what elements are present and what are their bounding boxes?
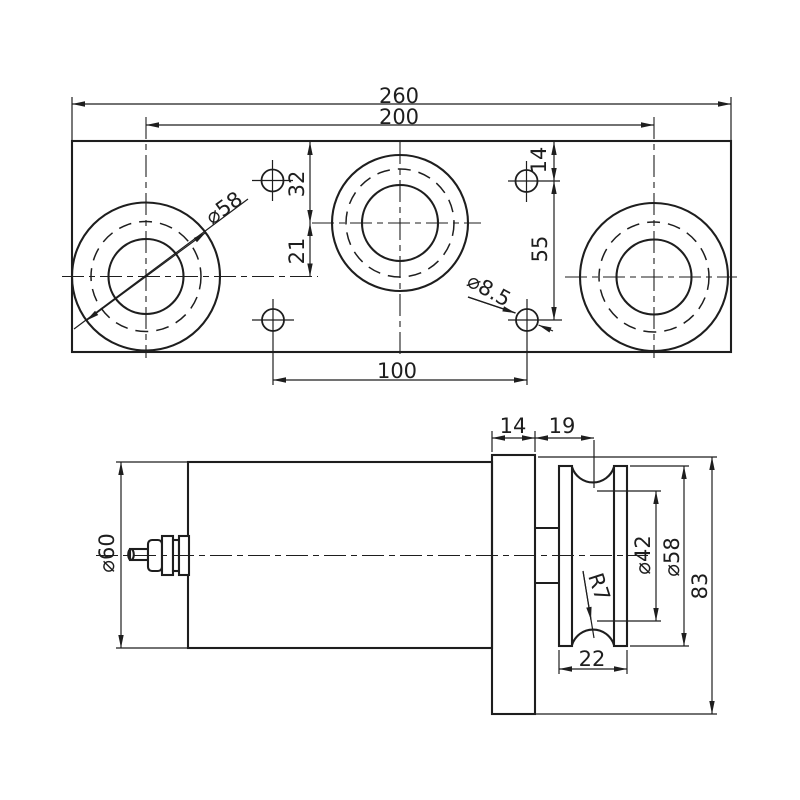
mounting-holes — [252, 160, 562, 385]
dim-plate-pulley-chain: 14 19 — [491, 414, 595, 488]
dim-groove-radius-leader: R7 — [582, 570, 615, 639]
dim-pulley-diameter-leader: ⌀58 — [73, 187, 249, 330]
dim-83-label: 83 — [688, 573, 712, 600]
dim-d60-label: ⌀60 — [95, 533, 119, 572]
dim-hole-position-chain: 14 55 — [527, 142, 557, 320]
dim-vertical-chain: 32 21 — [285, 142, 313, 277]
dim-14-top-label: 14 — [527, 147, 551, 174]
dim-groove-diameter: ⌀42 — [597, 490, 661, 622]
base-plate-outline — [70, 139, 733, 354]
pulley-right-flange — [612, 464, 629, 648]
top-view: 260 200 32 21 14 55 100 — [62, 84, 737, 385]
dim-hole-spacing: 100 — [273, 359, 527, 383]
side-view: ⌀60 14 19 ⌀42 ⌀58 — [95, 414, 717, 716]
groove-top-arc — [570, 466, 616, 484]
dim-19-label: 19 — [549, 414, 576, 438]
dim-22-label: 22 — [579, 647, 606, 671]
dim-overall-width: 260 — [71, 84, 732, 140]
dim-100-label: 100 — [377, 359, 417, 383]
dim-plate-height: 83 — [535, 456, 717, 715]
dim-55-label: 55 — [528, 236, 552, 263]
dim-32-label: 32 — [285, 171, 309, 198]
dim-14-side-label: 14 — [500, 414, 527, 438]
dim-hole-diameter-leader: ⌀8.5 — [463, 268, 554, 333]
left-pulley-circles — [62, 117, 318, 358]
dim-d58-side-label: ⌀58 — [660, 537, 684, 576]
dim-flange-diameter: ⌀58 — [630, 465, 689, 647]
middle-pulley-circles — [312, 142, 481, 358]
dim-d58-top-label: ⌀58 — [201, 187, 247, 230]
dim-200-label: 200 — [379, 105, 419, 129]
dim-pulley-width: 22 — [558, 647, 628, 674]
mount-plate-outline — [490, 453, 537, 716]
dim-260-label: 260 — [379, 84, 419, 108]
dim-21-label: 21 — [285, 238, 309, 265]
connector-tube-end — [127, 547, 135, 562]
dim-center-distance: 200 — [146, 105, 654, 129]
dim-d42-label: ⌀42 — [631, 535, 655, 574]
right-pulley-circles — [565, 117, 737, 358]
dim-body-diameter: ⌀60 — [95, 461, 188, 649]
dim-d85-label: ⌀8.5 — [463, 268, 515, 311]
